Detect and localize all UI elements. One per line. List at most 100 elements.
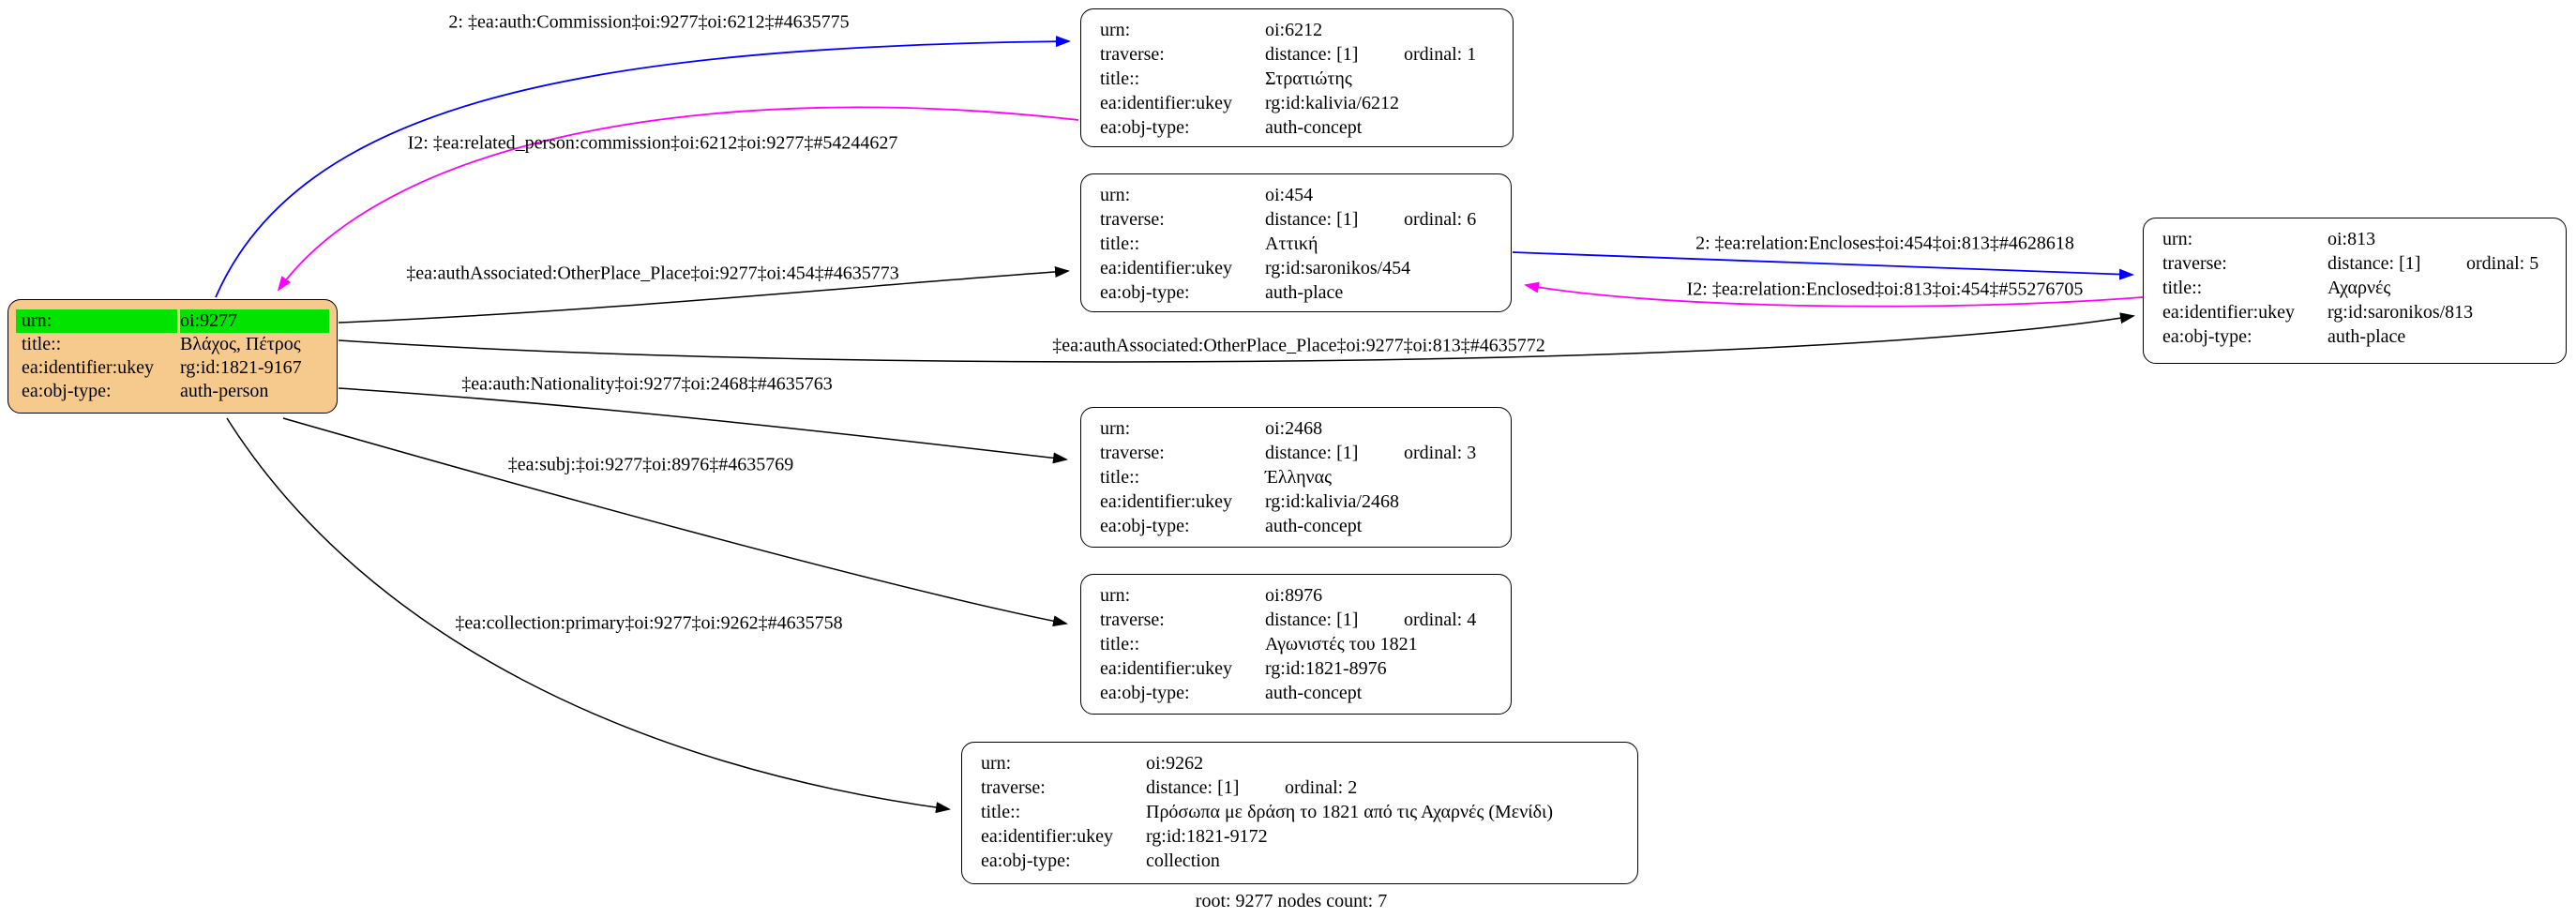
title-label: title:: xyxy=(1100,634,1140,655)
ukey-value: rg:id:saronikos/454 xyxy=(1265,258,1411,278)
urn-value: oi:813 xyxy=(2327,229,2376,249)
objtype-label: ea:obj-type: xyxy=(1100,282,1190,303)
node-row: traverse: distance: [1] ordinal: 5 xyxy=(2144,251,2566,276)
node-row: title:: Στρατιώτης xyxy=(1081,67,1513,91)
objtype-label: ea:obj-type: xyxy=(981,850,1071,871)
ukey-value: rg:id:1821-9172 xyxy=(1146,826,1268,847)
title-label: title:: xyxy=(1100,68,1140,89)
objtype-label: ea:obj-type: xyxy=(1100,683,1190,703)
urn-label: urn: xyxy=(1100,585,1131,606)
node-row: ea:identifier:ukey rg:id:1821-8976 xyxy=(1081,656,1511,681)
node-row: ea:identifier:ukey rg:id:kalivia/2468 xyxy=(1081,489,1511,514)
ordinal-value: ordinal: 3 xyxy=(1404,443,1477,463)
urn-label: urn: xyxy=(981,753,1012,774)
ordinal-value: ordinal: 2 xyxy=(1285,777,1358,798)
node-row: title:: Έλληνας xyxy=(1081,465,1511,489)
objtype-value: collection xyxy=(1146,850,1220,871)
distance-value: distance: [1] xyxy=(1265,443,1359,463)
title-value: Στρατιώτης xyxy=(1265,68,1352,89)
urn-value: oi:9262 xyxy=(1146,753,1204,774)
node-row: traverse: distance: [1]ordinal: 1 xyxy=(1081,42,1513,67)
node-row: title:: Αχαρνές xyxy=(2144,276,2566,300)
traverse-label: traverse: xyxy=(2162,253,2227,274)
node-row: ea:obj-type: auth-concept xyxy=(1081,115,1513,140)
traverse-label: traverse: xyxy=(1100,443,1165,463)
node-row: title:: Βλάχος, Πέτρος xyxy=(8,333,337,356)
node-row: ea:obj-type: auth-place xyxy=(1081,280,1511,305)
objtype-value: auth-place xyxy=(1265,282,1344,303)
node-row: traverse: distance: [1] ordinal: 3 xyxy=(1081,441,1511,465)
ukey-label: ea:identifier:ukey xyxy=(2162,302,2296,323)
ukey-label: ea:identifier:ukey xyxy=(1100,658,1233,679)
node-oi-6212: urn: oi:6212 traverse: distance: [1]ordi… xyxy=(1080,8,1514,147)
edge-label-subj: ‡ea:subj:‡oi:9277‡oi:8976‡#4635769 xyxy=(507,454,794,475)
ukey-label: ea:identifier:ukey xyxy=(981,826,1114,847)
node-row: urn: oi:6212 xyxy=(1081,18,1513,42)
objtype-value: auth-place xyxy=(2327,326,2406,347)
edge-subj xyxy=(282,417,1068,627)
objtype-label: ea:obj-type: xyxy=(1100,117,1190,138)
ukey-value: rg:id:saronikos/813 xyxy=(2327,302,2474,323)
distance-value: distance: [1] xyxy=(2327,253,2421,274)
objtype-value: auth-person xyxy=(180,381,269,401)
edge-label-collection-primary: ‡ea:collection:primary‡oi:9277‡oi:9262‡#… xyxy=(455,612,843,634)
urn-label: urn: xyxy=(2162,229,2193,249)
objtype-value: auth-concept xyxy=(1265,117,1363,138)
traverse-label: traverse: xyxy=(981,777,1046,798)
node-row: traverse: distance: [1]ordinal: 4 xyxy=(1081,608,1511,632)
title-label: title:: xyxy=(2162,278,2203,298)
urn-label: urn: xyxy=(1100,418,1131,439)
traverse-label: traverse: xyxy=(1100,209,1165,230)
edge-label-authassociated-454: ‡ea:authAssociated:OtherPlace_Place‡oi:9… xyxy=(406,263,899,284)
node-row: ea:obj-type: auth-concept xyxy=(1081,514,1511,538)
urn-value: oi:2468 xyxy=(1265,418,1323,439)
urn-value: oi:9277 xyxy=(180,309,329,333)
ukey-value: rg:id:1821-8976 xyxy=(1265,658,1387,679)
node-row: urn: oi:813 xyxy=(2144,227,2566,251)
title-label: title:: xyxy=(1100,467,1140,488)
title-label: title:: xyxy=(22,334,62,354)
node-oi-2468: urn: oi:2468 traverse: distance: [1] ordi… xyxy=(1080,407,1512,548)
node-row: ea:identifier:ukey rg:id:1821-9172 xyxy=(962,824,1637,849)
node-row: urn: oi:8976 xyxy=(1081,583,1511,608)
node-row: ea:identifier:ukey rg:id:1821-9167 xyxy=(8,356,337,380)
ukey-label: ea:identifier:ukey xyxy=(1100,258,1233,278)
ukey-label: ea:identifier:ukey xyxy=(22,357,155,378)
distance-value: distance: [1] xyxy=(1265,209,1359,230)
traverse-label: traverse: xyxy=(1100,609,1165,630)
node-row: ea:identifier:ukey rg:id:kalivia/6212 xyxy=(1081,91,1513,115)
traverse-label: traverse: xyxy=(1100,44,1165,65)
node-row: urn: oi:454 xyxy=(1081,183,1511,207)
urn-value: oi:6212 xyxy=(1265,20,1323,40)
edge-label-authassociated-813: ‡ea:authAssociated:OtherPlace_Place‡oi:9… xyxy=(1052,335,1545,356)
node-row: urn: oi:2468 xyxy=(1081,416,1511,441)
title-value: Αχαρνές xyxy=(2327,278,2391,298)
edge-label-relation-enclosed: I2: ‡ea:relation:Enclosed‡oi:813‡oi:454‡… xyxy=(1686,278,2084,300)
node-oi-9277: urn: oi:9277 title:: Βλάχος, Πέτρος ea:i… xyxy=(8,299,338,414)
ukey-value: rg:id:kalivia/6212 xyxy=(1265,93,1399,113)
ordinal-value: ordinal: 1 xyxy=(1404,44,1477,65)
edge-label-auth-nationality: ‡ea:auth:Nationality‡oi:9277‡oi:2468‡#46… xyxy=(461,373,833,395)
title-label: title:: xyxy=(981,802,1021,822)
node-row: traverse: distance: [1]ordinal: 2 xyxy=(962,775,1637,800)
title-value: Πρόσωπα με δράση το 1821 από τις Αχαρνές… xyxy=(1146,802,1554,822)
title-value: Αγωνιστές του 1821 xyxy=(1265,634,1418,655)
ordinal-value: ordinal: 5 xyxy=(2466,253,2539,274)
urn-value: oi:454 xyxy=(1265,185,1314,205)
objtype-value: auth-concept xyxy=(1265,683,1363,703)
title-value: Αττική xyxy=(1265,233,1318,254)
node-row: title:: Πρόσωπα με δράση το 1821 από τις… xyxy=(962,800,1637,824)
ordinal-value: ordinal: 6 xyxy=(1404,209,1477,230)
node-row: ea:identifier:ukey rg:id:saronikos/813 xyxy=(2144,300,2566,324)
node-row: title:: Αγωνιστές του 1821 xyxy=(1081,632,1511,656)
title-value: Βλάχος, Πέτρος xyxy=(180,334,301,354)
node-row: ea:obj-type: auth-concept xyxy=(1081,681,1511,705)
ukey-label: ea:identifier:ukey xyxy=(1100,491,1233,512)
node-row: ea:obj-type: collection xyxy=(962,849,1637,873)
node-row: ea:obj-type: auth-person xyxy=(8,380,337,403)
edge-relation-encloses xyxy=(1512,251,2134,280)
edge-auth-nationality xyxy=(338,387,1068,464)
node-oi-9262: urn: oi:9262 traverse: distance: [1]ordi… xyxy=(961,742,1638,884)
objtype-label: ea:obj-type: xyxy=(1100,516,1190,536)
